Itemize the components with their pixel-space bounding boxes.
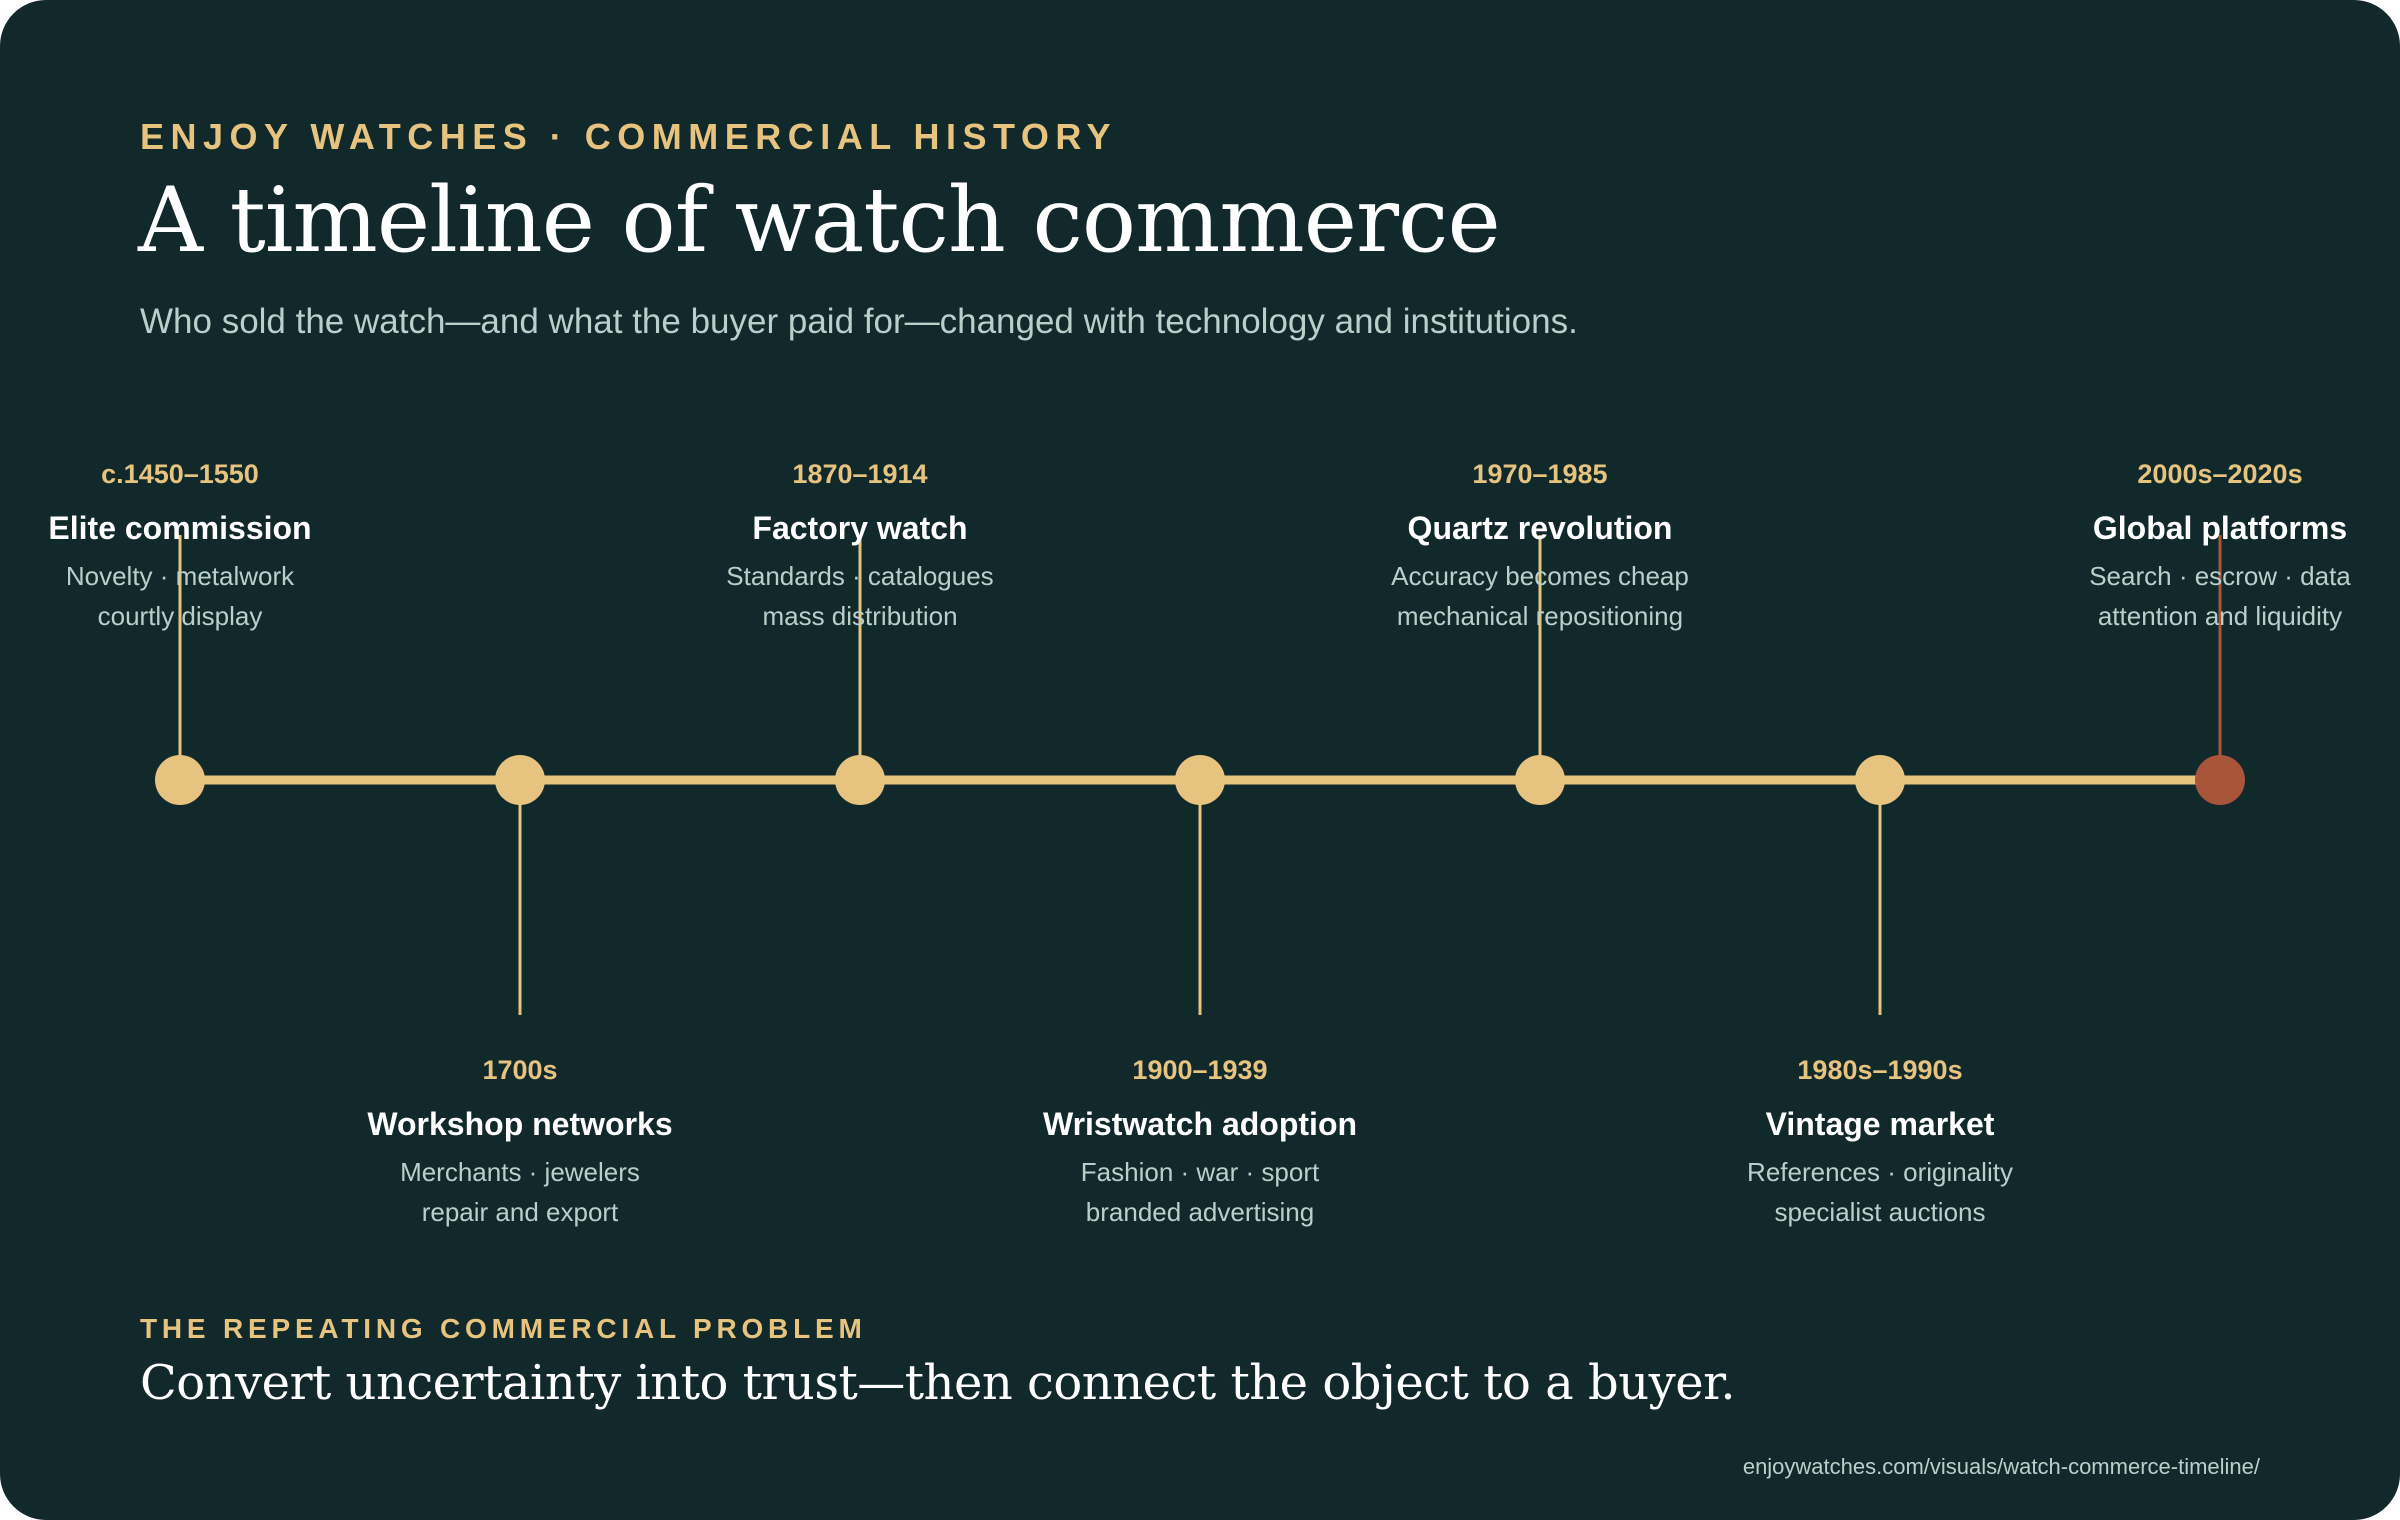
event-title: Global platforms: [2092, 510, 2348, 546]
event-description-line: branded advertising: [1085, 1197, 1315, 1227]
event-date: 1700s: [482, 1055, 558, 1085]
event-marker-current: [2195, 755, 2245, 805]
event-description-line: repair and export: [421, 1197, 619, 1227]
eyebrow-label: ENJOY WATCHES · COMMERCIAL HISTORY: [140, 116, 1118, 157]
event-description-line: References · originality: [1747, 1157, 2013, 1187]
event-marker: [1855, 755, 1905, 805]
event-description-line: Search · escrow · data: [2089, 561, 2351, 591]
event-title: Vintage market: [1765, 1106, 1995, 1142]
event-title: Wristwatch adoption: [1042, 1106, 1358, 1142]
event-description-line: Fashion · war · sport: [1080, 1157, 1320, 1187]
event-description-line: Merchants · jewelers: [400, 1157, 640, 1187]
event-title: Workshop networks: [367, 1106, 673, 1142]
event-marker: [835, 755, 885, 805]
event-marker: [1515, 755, 1565, 805]
footer-label: THE REPEATING COMMERCIAL PROBLEM: [140, 1313, 867, 1344]
event-description-line: Novelty · metalwork: [65, 561, 295, 591]
footer-quote: Convert uncertainty into trust—then conn…: [140, 1355, 1736, 1411]
event-description-line: attention and liquidity: [2097, 601, 2343, 631]
event-marker: [1175, 755, 1225, 805]
event-marker: [155, 755, 205, 805]
event-date: 2000s–2020s: [2137, 459, 2303, 489]
event-title: Factory watch: [752, 510, 968, 546]
event-description-line: Accuracy becomes cheap: [1391, 561, 1689, 591]
event-description-line: courtly display: [97, 601, 263, 631]
source-link[interactable]: enjoywatches.com/visuals/watch-commerce-…: [1742, 1454, 2260, 1479]
event-date: 1970–1985: [1472, 459, 1608, 489]
event-date: 1980s–1990s: [1797, 1055, 1963, 1085]
event-marker: [495, 755, 545, 805]
event-title: Quartz revolution: [1407, 510, 1673, 546]
event-date: 1900–1939: [1132, 1055, 1268, 1085]
page-subtitle: Who sold the watch—and what the buyer pa…: [140, 302, 1578, 341]
event-description-line: mass distribution: [762, 601, 958, 631]
event-description-line: mechanical repositioning: [1396, 601, 1684, 631]
event-date: c.1450–1550: [101, 459, 259, 489]
page-title: A timeline of watch commerce: [138, 168, 1501, 273]
event-title: Elite commission: [48, 510, 312, 546]
event-description-line: specialist auctions: [1774, 1197, 1986, 1227]
event-description-line: Standards · catalogues: [726, 561, 994, 591]
event-date: 1870–1914: [792, 459, 928, 489]
